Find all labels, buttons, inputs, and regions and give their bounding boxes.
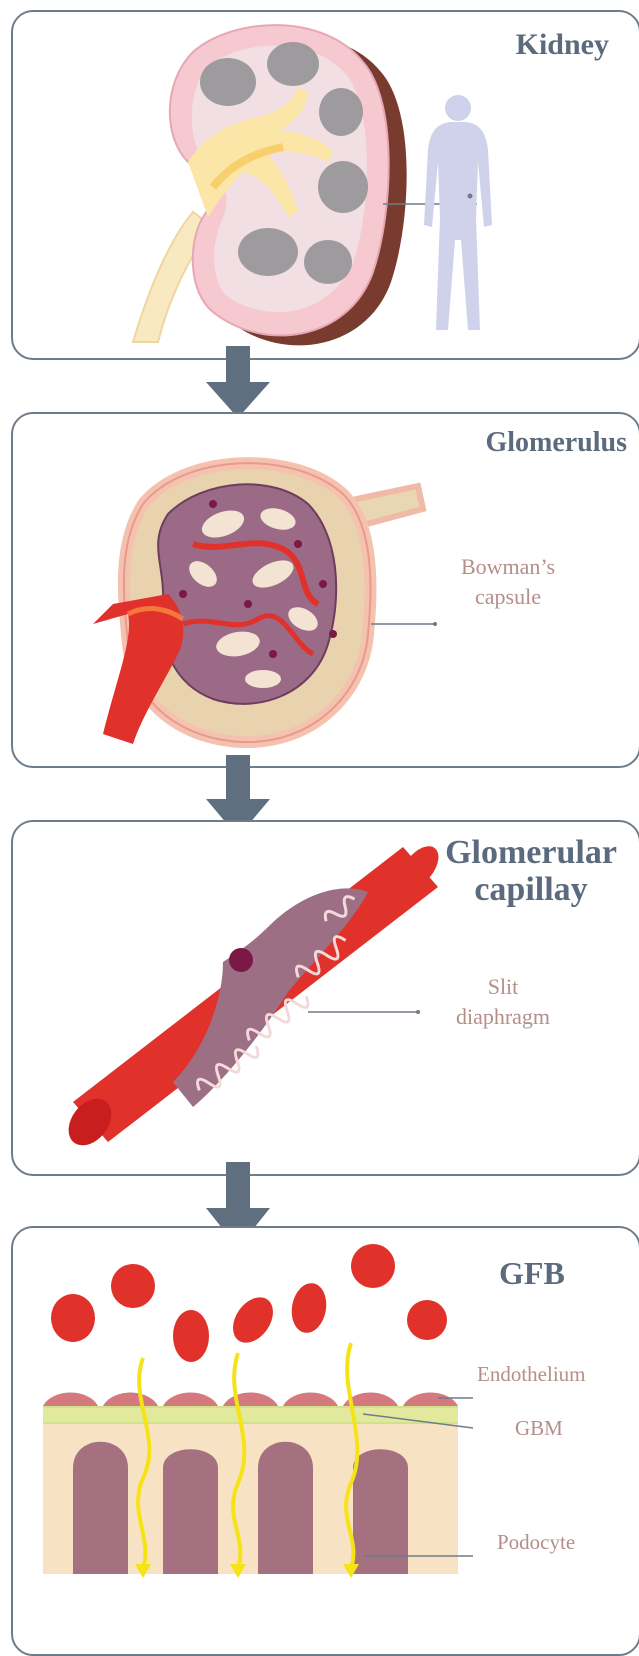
endothelium-label: Endothelium bbox=[477, 1360, 586, 1388]
capillary-title: Glomerular capillay bbox=[431, 834, 631, 909]
gfb-panel: GFB Endothelium GBM Podocyte bbox=[11, 1226, 639, 1656]
kidney-illustration bbox=[93, 12, 473, 352]
slit-diaphragm-line2: diaphragm bbox=[433, 1002, 573, 1032]
slit-diaphragm-line1: Slit bbox=[433, 972, 573, 1002]
capillary-title-line1: Glomerular bbox=[431, 834, 631, 871]
glomerulus-illustration bbox=[73, 444, 493, 774]
gfb-illustration bbox=[33, 1238, 473, 1578]
gfb-title: GFB bbox=[499, 1256, 565, 1291]
slit-diaphragm-label: Slit diaphragm bbox=[433, 972, 573, 1031]
human-silhouette-icon bbox=[418, 90, 498, 340]
podocyte-label: Podocyte bbox=[497, 1528, 575, 1556]
capillary-illustration bbox=[53, 832, 453, 1162]
glomerulus-title: Glomerulus bbox=[485, 428, 627, 459]
kidney-panel: Kidney bbox=[11, 10, 639, 360]
down-arrow-1 bbox=[206, 346, 270, 418]
glomerulus-panel: Glomerulus Bowman’s capsule bbox=[11, 412, 639, 768]
kidney-title: Kidney bbox=[516, 28, 609, 61]
gbm-label: GBM bbox=[515, 1414, 563, 1442]
capillary-panel: Glomerular capillay Slit diaphragm bbox=[11, 820, 639, 1176]
capillary-title-line2: capillay bbox=[431, 871, 631, 908]
